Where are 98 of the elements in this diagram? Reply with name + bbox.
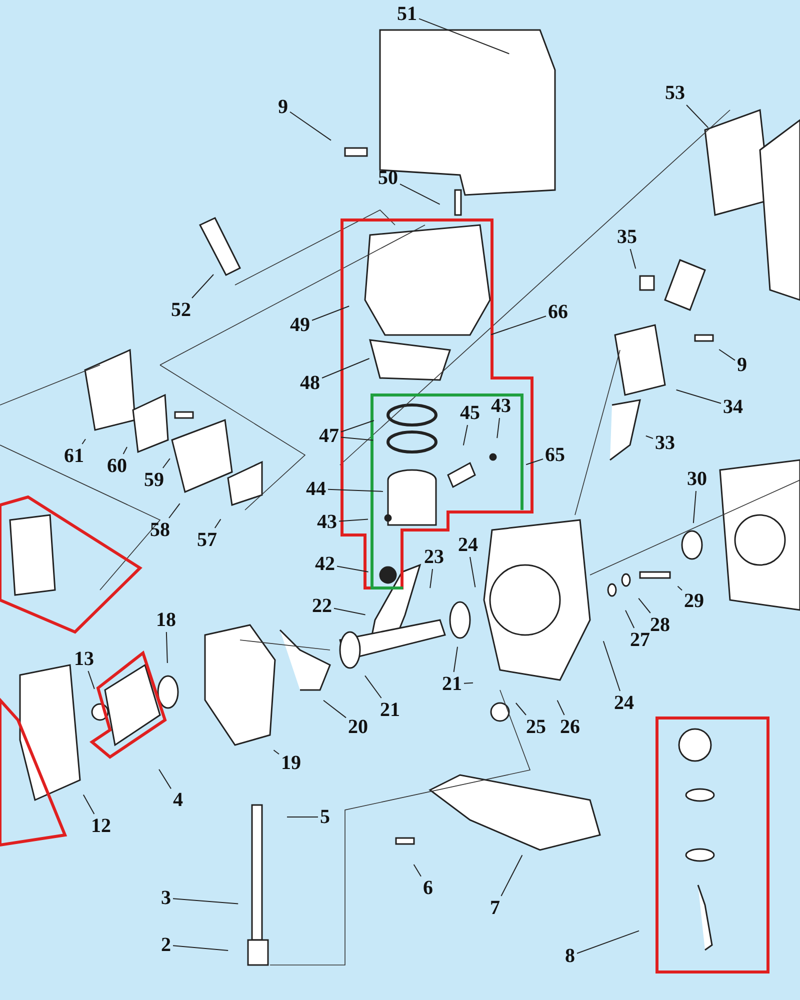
- callout-number: 18: [156, 609, 176, 631]
- leader-line: [526, 458, 544, 466]
- callout-number: 6: [423, 877, 433, 899]
- callout-number: 9: [278, 96, 288, 118]
- callout-number: 48: [300, 372, 320, 394]
- leader-line: [470, 556, 476, 588]
- leader-line: [192, 274, 214, 298]
- leader-line: [322, 358, 370, 378]
- callout-number: 50: [378, 167, 398, 189]
- callout-number: 12: [91, 815, 111, 837]
- callout-number: 52: [171, 299, 191, 321]
- callout-number: 42: [315, 553, 335, 575]
- leader-line: [323, 700, 346, 718]
- leader-line: [430, 568, 433, 589]
- leader-line: [122, 446, 128, 454]
- leader-line: [515, 702, 526, 716]
- callout-number: 43: [491, 395, 511, 417]
- callout-number: 7: [490, 897, 500, 919]
- leader-line: [214, 518, 222, 528]
- leader-line: [290, 111, 332, 141]
- callout-number: 4: [173, 789, 183, 811]
- leader-line: [168, 503, 180, 518]
- callout-number: 44: [306, 478, 326, 500]
- leader-line: [413, 864, 422, 877]
- callout-number: 47: [319, 425, 339, 447]
- callout-number: 53: [665, 82, 685, 104]
- callout-number: 23: [424, 546, 444, 568]
- callout-number: 21: [380, 699, 400, 721]
- leader-line: [496, 418, 500, 439]
- leader-line: [328, 488, 384, 492]
- callout-number: 5: [320, 806, 330, 828]
- callout-number: 60: [107, 455, 127, 477]
- callout-number: 57: [197, 529, 217, 551]
- callout-number: 59: [144, 469, 164, 491]
- leader-line: [453, 646, 458, 672]
- leader-line: [336, 566, 369, 572]
- leader-line: [676, 389, 722, 404]
- leader-line: [340, 420, 374, 432]
- leader-line: [625, 610, 635, 628]
- leader-line: [490, 316, 546, 336]
- callout-number: 26: [560, 716, 580, 738]
- callout-number: 24: [614, 692, 634, 714]
- leader-line: [500, 854, 523, 896]
- leader-line: [556, 700, 565, 716]
- callout-number: 34: [723, 396, 743, 418]
- leader-line: [82, 794, 95, 814]
- leader-line: [273, 750, 280, 755]
- leader-line: [364, 675, 382, 698]
- callout-number: 25: [526, 716, 546, 738]
- callout-number: 28: [650, 614, 670, 636]
- callout-number: 66: [548, 301, 568, 323]
- leader-line: [630, 248, 636, 270]
- callout-number: 35: [617, 226, 637, 248]
- callout-number: 45: [460, 402, 480, 424]
- callout-number: 21: [442, 673, 462, 695]
- leader-line: [88, 670, 95, 690]
- callout-number: 2: [161, 934, 171, 956]
- leader-line: [172, 945, 229, 951]
- leader-line: [718, 349, 736, 361]
- callout-number: 30: [687, 468, 707, 490]
- leader-line: [645, 435, 654, 439]
- leader-line: [638, 598, 651, 614]
- leader-line: [82, 438, 86, 444]
- callout-number: 33: [655, 432, 675, 454]
- callout-number: 29: [684, 590, 704, 612]
- callout-number: 8: [565, 945, 575, 967]
- leader-line: [172, 898, 239, 904]
- callout-number: 51: [397, 3, 417, 25]
- leader-line: [692, 490, 696, 524]
- callout-number: 27: [630, 629, 650, 651]
- callout-number: 24: [458, 534, 478, 556]
- callout-number: 58: [150, 519, 170, 541]
- leader-line: [677, 586, 682, 591]
- leader-line: [340, 436, 374, 441]
- leader-line: [602, 640, 620, 692]
- callout-number: 20: [348, 716, 368, 738]
- callout-number: 19: [281, 752, 301, 774]
- callout-number: 49: [290, 314, 310, 336]
- callout-number: 65: [545, 444, 565, 466]
- callout-number: 61: [64, 445, 84, 467]
- leader-line: [576, 930, 640, 954]
- leader-line: [166, 632, 168, 664]
- leader-line: [686, 104, 709, 128]
- leader-line: [286, 816, 318, 818]
- leader-line: [162, 458, 170, 468]
- leader-line: [338, 518, 368, 522]
- leader-line: [312, 306, 350, 321]
- callout-number: 3: [161, 887, 171, 909]
- leader-line: [464, 682, 474, 684]
- leader-line: [334, 608, 366, 616]
- leader-line: [418, 18, 510, 54]
- callout-number: 13: [74, 648, 94, 670]
- callout-number: 9: [737, 354, 747, 376]
- callout-number: 22: [312, 595, 332, 617]
- callout-number: 43: [317, 511, 337, 533]
- leader-line: [462, 424, 468, 446]
- leader-line: [400, 184, 440, 205]
- leader-line: [158, 768, 172, 790]
